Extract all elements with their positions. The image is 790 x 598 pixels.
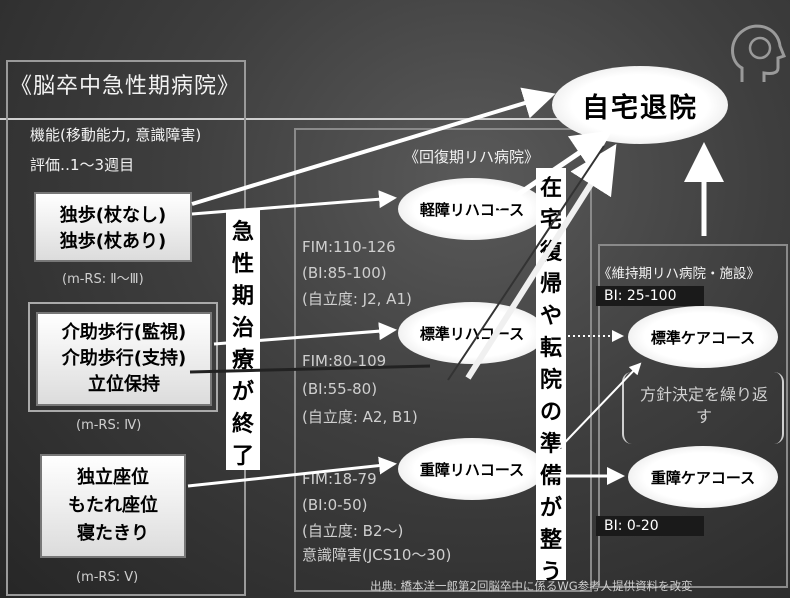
vertical-char: 性 xyxy=(231,252,254,277)
vertical-char: が xyxy=(231,380,254,405)
mrs-label-3: (m-RS: Ⅴ) xyxy=(76,570,139,585)
function-label: 機能(移動能力, 意識障害) xyxy=(30,126,202,144)
policy-bracket xyxy=(622,372,784,444)
standard-bi: (BI:55-80) xyxy=(302,380,378,398)
card-line: 介助歩行(支持) xyxy=(61,348,187,369)
vertical-char: 終 xyxy=(231,412,254,437)
vertical-char: が xyxy=(539,496,562,521)
sitting-card: 独立座位 もたれ座位 寝たきり xyxy=(40,454,186,558)
severe-fim: FIM:18-79 xyxy=(302,470,377,488)
mrs-label-1: (m-RS: Ⅱ〜Ⅲ) xyxy=(62,272,144,287)
maintenance-facility-panel xyxy=(598,244,788,588)
arrow-recovery-to-home-1 xyxy=(496,130,613,211)
vertical-char: 急 xyxy=(231,220,254,245)
vertical-char: 治 xyxy=(231,316,254,341)
vertical-char: 宅 xyxy=(539,208,562,233)
recovery-hospital-title: 《回復期リハ病院》 xyxy=(404,148,540,166)
mild-fim: FIM:110-126 xyxy=(302,238,396,256)
card-line: 独立座位 xyxy=(77,467,149,488)
severe-consciousness: 意識障害(JCS10〜30) xyxy=(302,546,452,564)
walk-independent-card: 独歩(杖なし) 独歩(杖あり) xyxy=(34,192,192,262)
severe-independence: (自立度: B2〜) xyxy=(302,522,404,540)
severe-bi: (BI:0-50) xyxy=(302,496,368,514)
vertical-char: 転 xyxy=(539,336,562,361)
arrow-recovery-to-home-2 xyxy=(465,143,617,380)
mild-bi: (BI:85-100) xyxy=(302,264,387,282)
vertical-char: 帰 xyxy=(539,272,562,297)
course-label: 重障ケアコース xyxy=(650,468,756,487)
course-label: 標準ケアコース xyxy=(650,328,756,347)
vertical-char: う xyxy=(539,560,562,585)
vertical-char: 療 xyxy=(231,348,254,373)
card-line: 独歩(杖あり) xyxy=(59,231,167,252)
arrow-severe-to-standard-care xyxy=(547,362,642,461)
source-note: 出典: 橋本洋一郎第2回脳卒中に係るWG参考人提供資料を改変 xyxy=(370,579,693,593)
course-label: 重障リハコース xyxy=(419,460,525,479)
dark-connector xyxy=(189,364,431,374)
mild-independence: (自立度: J2, A1) xyxy=(302,290,412,308)
dark-diagonal-line xyxy=(447,145,605,381)
bi-range-top: BI: 25-100 xyxy=(596,286,704,306)
vertical-char: や xyxy=(539,304,562,329)
severe-rehab-course: 重障リハコース xyxy=(398,438,546,500)
vertical-char: の xyxy=(539,400,562,425)
home-label: 自宅退院 xyxy=(582,92,698,124)
bi-range-bottom: BI: 0-20 xyxy=(596,516,704,536)
acute-hospital-title: 《脳卒中急性期病院》 xyxy=(10,74,241,99)
assisted-walk-frame xyxy=(28,302,218,412)
maintenance-facility-title: 《維持期リハ病院・施設》 xyxy=(598,266,760,282)
card-line: 独歩(杖なし) xyxy=(59,205,167,226)
vertical-char: 了 xyxy=(231,444,254,469)
arrow-to-standard-course xyxy=(213,322,397,346)
card-line: 立位保持 xyxy=(88,374,160,395)
arrow-to-severe-course xyxy=(187,456,397,488)
card-line: もたれ座位 xyxy=(68,495,158,516)
standard-fim: FIM:80-109 xyxy=(302,352,387,370)
severe-care-course: 重障ケアコース xyxy=(628,446,778,508)
brain-head-icon xyxy=(731,24,786,82)
evaluation-label: 評価‥1〜3週目 xyxy=(30,156,135,174)
arrow-acute-to-home xyxy=(191,87,556,206)
card-line: 寝たきり xyxy=(77,523,149,544)
vertical-char: 整 xyxy=(539,528,562,553)
standard-care-course: 標準ケアコース xyxy=(628,306,778,368)
policy-text: 方針決定を繰り返す xyxy=(639,385,768,426)
vertical-char: 期 xyxy=(231,284,254,309)
vertical-char: 在 xyxy=(539,176,562,201)
assisted-walk-card: 介助歩行(監視) 介助歩行(支持) 立位保持 xyxy=(36,312,212,406)
standard-independence: (自立度: A2, B1) xyxy=(302,408,418,426)
arrow-to-mild-course xyxy=(191,190,397,216)
header-divider xyxy=(0,118,600,120)
vertical-char: 院 xyxy=(539,368,562,393)
standard-rehab-course: 標準リハコース xyxy=(398,302,546,364)
mrs-label-2: (m-RS: Ⅳ) xyxy=(76,418,142,433)
card-line: 介助歩行(監視) xyxy=(61,322,187,343)
